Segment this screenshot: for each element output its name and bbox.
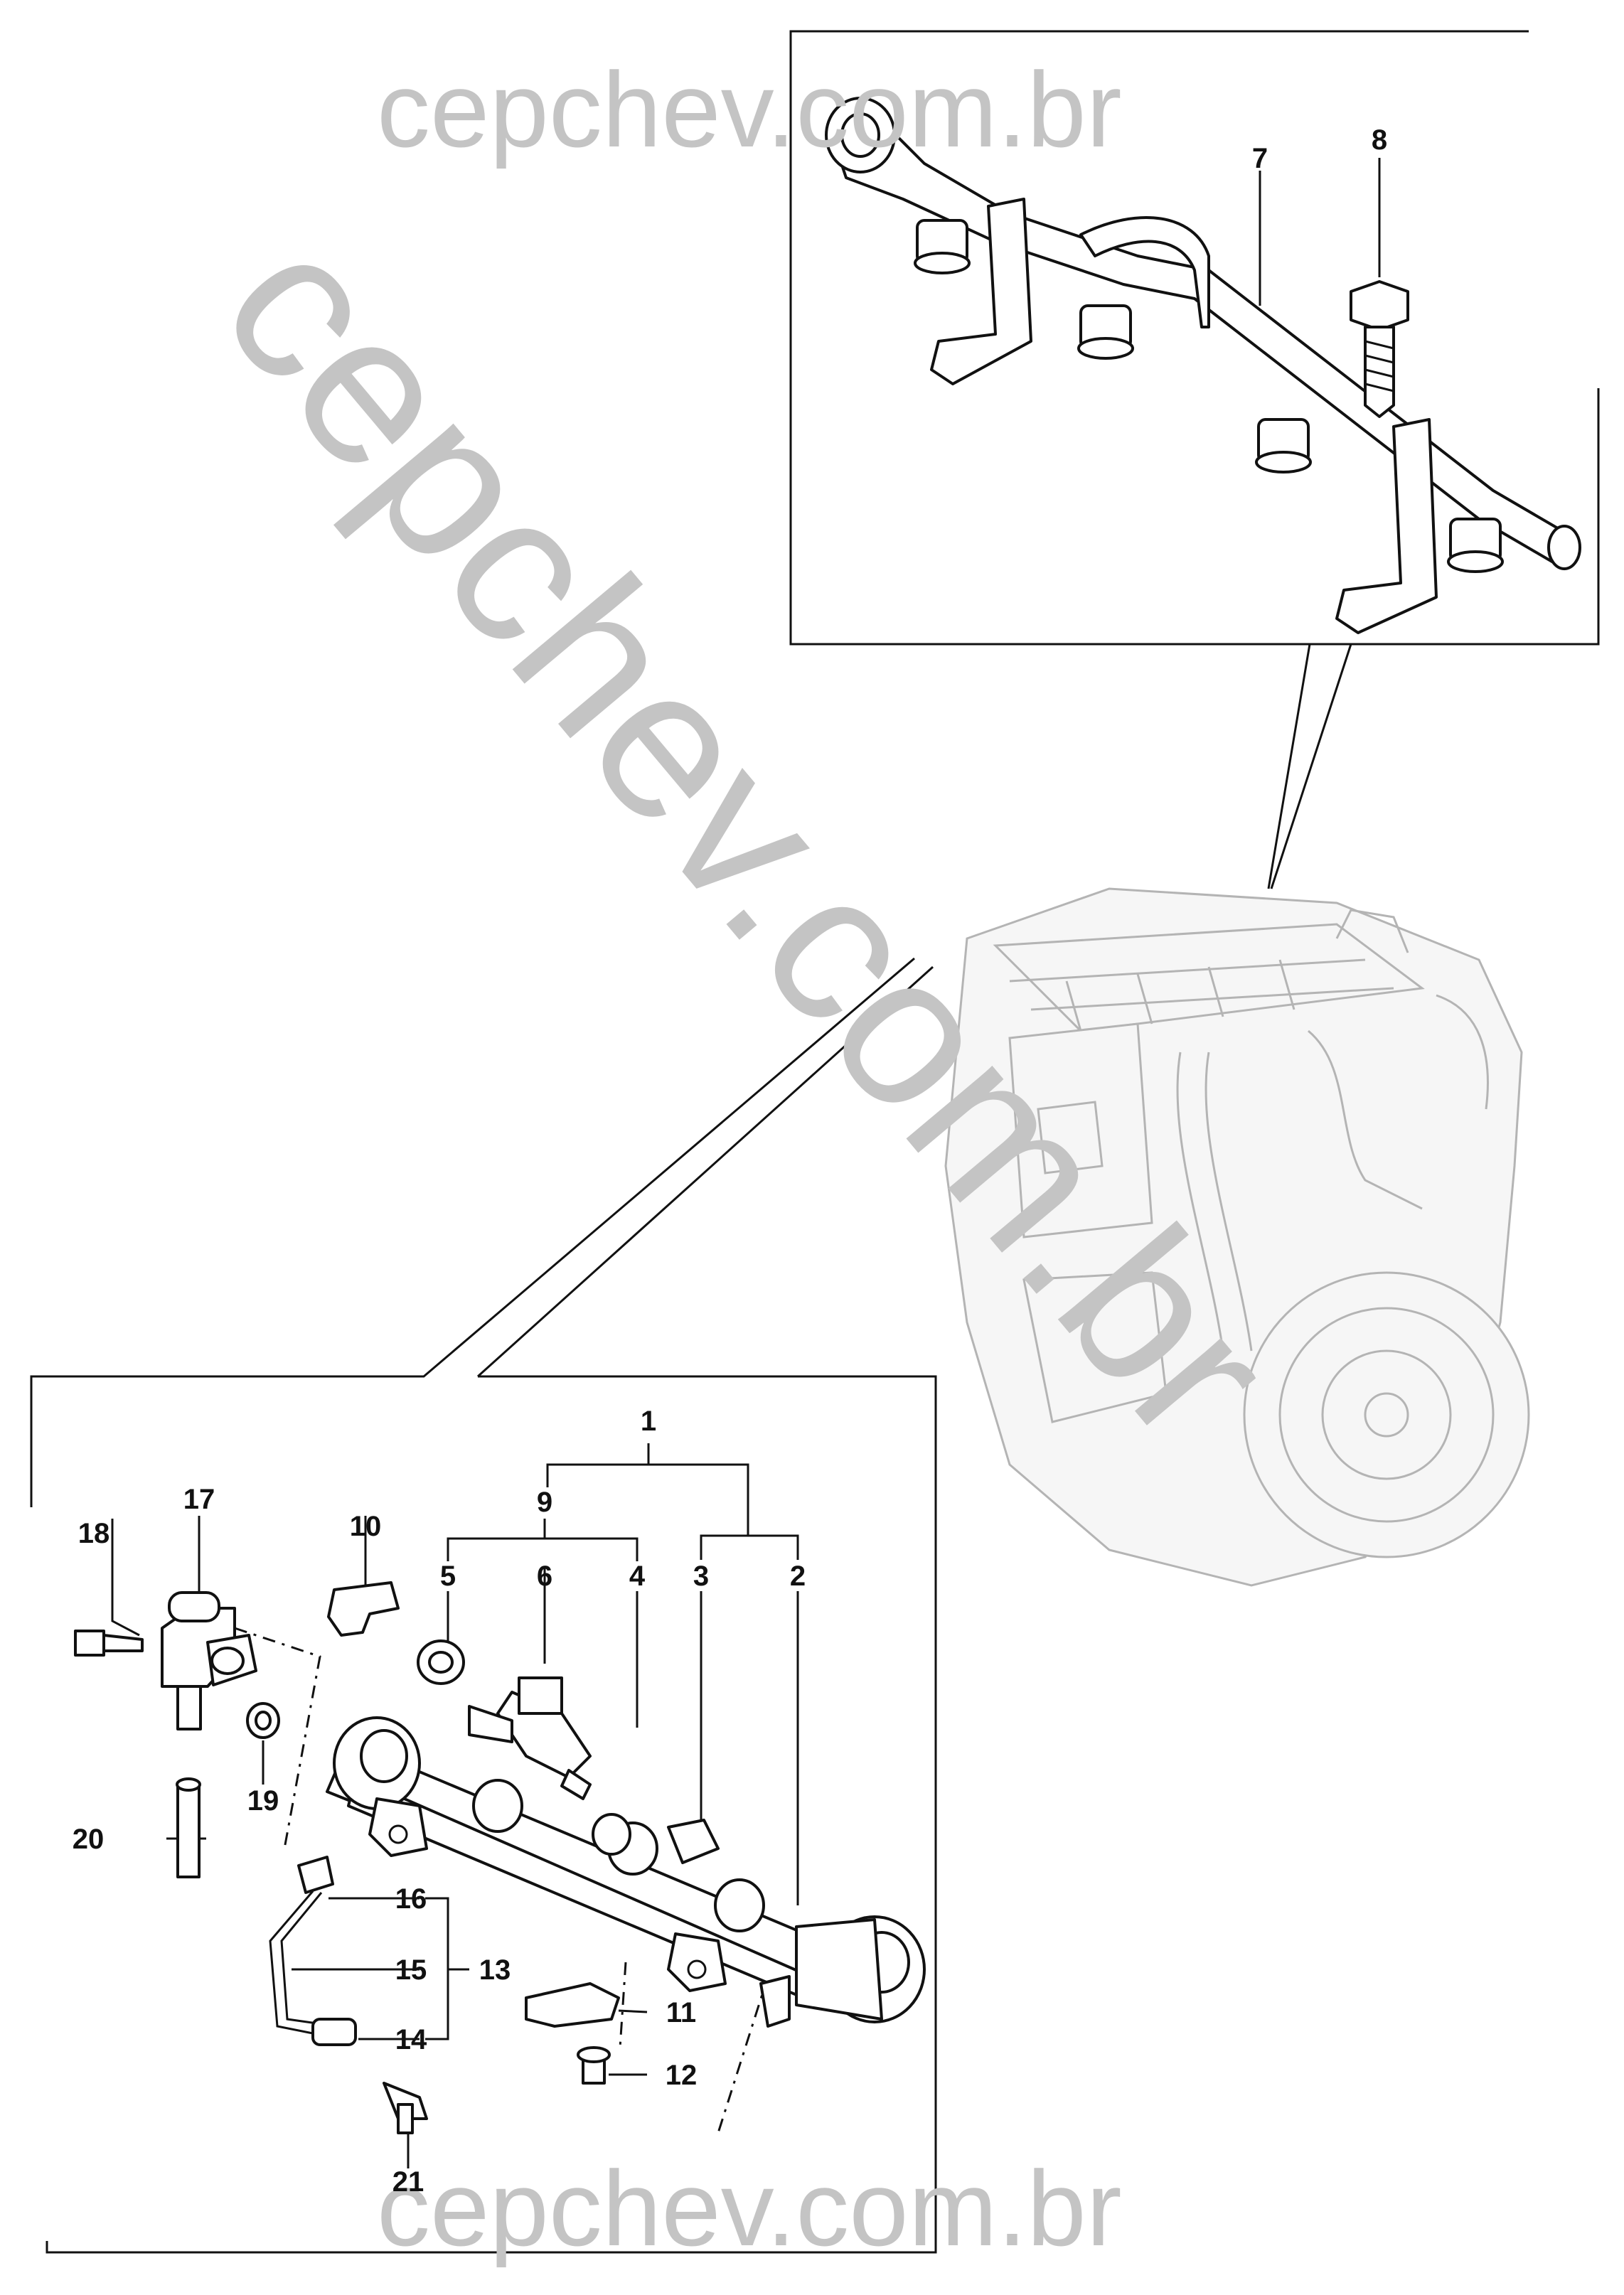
- callout-5: 5: [440, 1561, 456, 1592]
- callout-19: 19: [247, 1785, 279, 1817]
- watermark-top: cepchev.com.br: [377, 50, 1122, 169]
- callout-8: 8: [1372, 124, 1387, 156]
- callout-brackets: [111, 1443, 799, 2168]
- callout-10: 10: [350, 1511, 382, 1542]
- callout-7: 7: [1252, 143, 1268, 174]
- callout-18: 18: [78, 1518, 110, 1549]
- vacuum-line: [269, 1856, 428, 2134]
- watermark-diagonal: cepchev.com.br: [178, 188, 1319, 1484]
- callout-9: 9: [537, 1487, 552, 1518]
- callout-17: 17: [183, 1484, 215, 1515]
- bracket-11: [525, 1982, 620, 2085]
- detail-box-top: [789, 30, 1600, 889]
- callout-20: 20: [73, 1824, 105, 1855]
- clip-10: [327, 1581, 400, 1637]
- callout-11: 11: [666, 1997, 696, 2028]
- callout-3: 3: [693, 1561, 709, 1592]
- callout-16: 16: [395, 1883, 427, 1915]
- injector-6: [417, 1639, 592, 1800]
- callout-labels: 7 8 1 9 5 6 4 3 2 17 18 10 19 20 16 15 1…: [73, 124, 1387, 2198]
- callout-6: 6: [537, 1561, 552, 1592]
- engine-illustration: [944, 887, 1530, 1587]
- fuel-rail-assembly: [326, 1716, 926, 2028]
- callout-2: 2: [790, 1561, 806, 1592]
- callout-13: 13: [479, 1954, 511, 1986]
- callout-1: 1: [641, 1406, 656, 1437]
- pressure-regulator: [74, 1591, 280, 1878]
- callout-15: 15: [395, 1954, 427, 1986]
- callout-21: 21: [392, 2166, 424, 2198]
- detail-box-bottom: [30, 957, 937, 2254]
- bolt-8: [1350, 158, 1409, 418]
- callout-12: 12: [666, 2060, 698, 2091]
- callout-4: 4: [629, 1561, 646, 1592]
- callout-14: 14: [395, 2024, 427, 2055]
- fuel-distributor-pipe: [825, 97, 1581, 634]
- watermark-bottom: cepchev.com.br: [377, 2149, 1122, 2268]
